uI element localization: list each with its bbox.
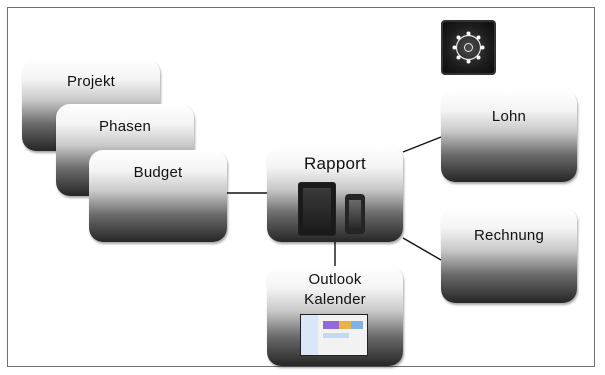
calendar-icon: [300, 314, 368, 356]
connector-rapport-lohn: [402, 136, 442, 153]
phone-icon: [345, 194, 365, 234]
node-rechnung-label: Rechnung: [474, 227, 544, 244]
node-outlook-line2: Kalender: [304, 291, 366, 308]
node-rapport: Rapport: [267, 146, 403, 242]
node-budget: Budget: [89, 150, 227, 242]
node-outlook-label: Outlook Kalender: [267, 266, 403, 310]
node-phasen-label: Phasen: [98, 118, 152, 135]
node-rapport-label: Rapport: [304, 154, 366, 173]
node-outlook-line1: Outlook: [308, 271, 362, 288]
node-rechnung: Rechnung: [441, 207, 577, 303]
node-outlook-kalender: Outlook Kalender: [267, 266, 403, 366]
connector-rapport-rechnung: [402, 237, 442, 261]
node-lohn-label: Lohn: [491, 108, 527, 125]
node-projekt-label: Projekt: [66, 73, 116, 90]
node-lohn: Lohn: [441, 90, 577, 182]
logo-icon: [441, 20, 496, 75]
node-budget-label: Budget: [133, 164, 183, 181]
tablet-icon: [298, 182, 336, 236]
